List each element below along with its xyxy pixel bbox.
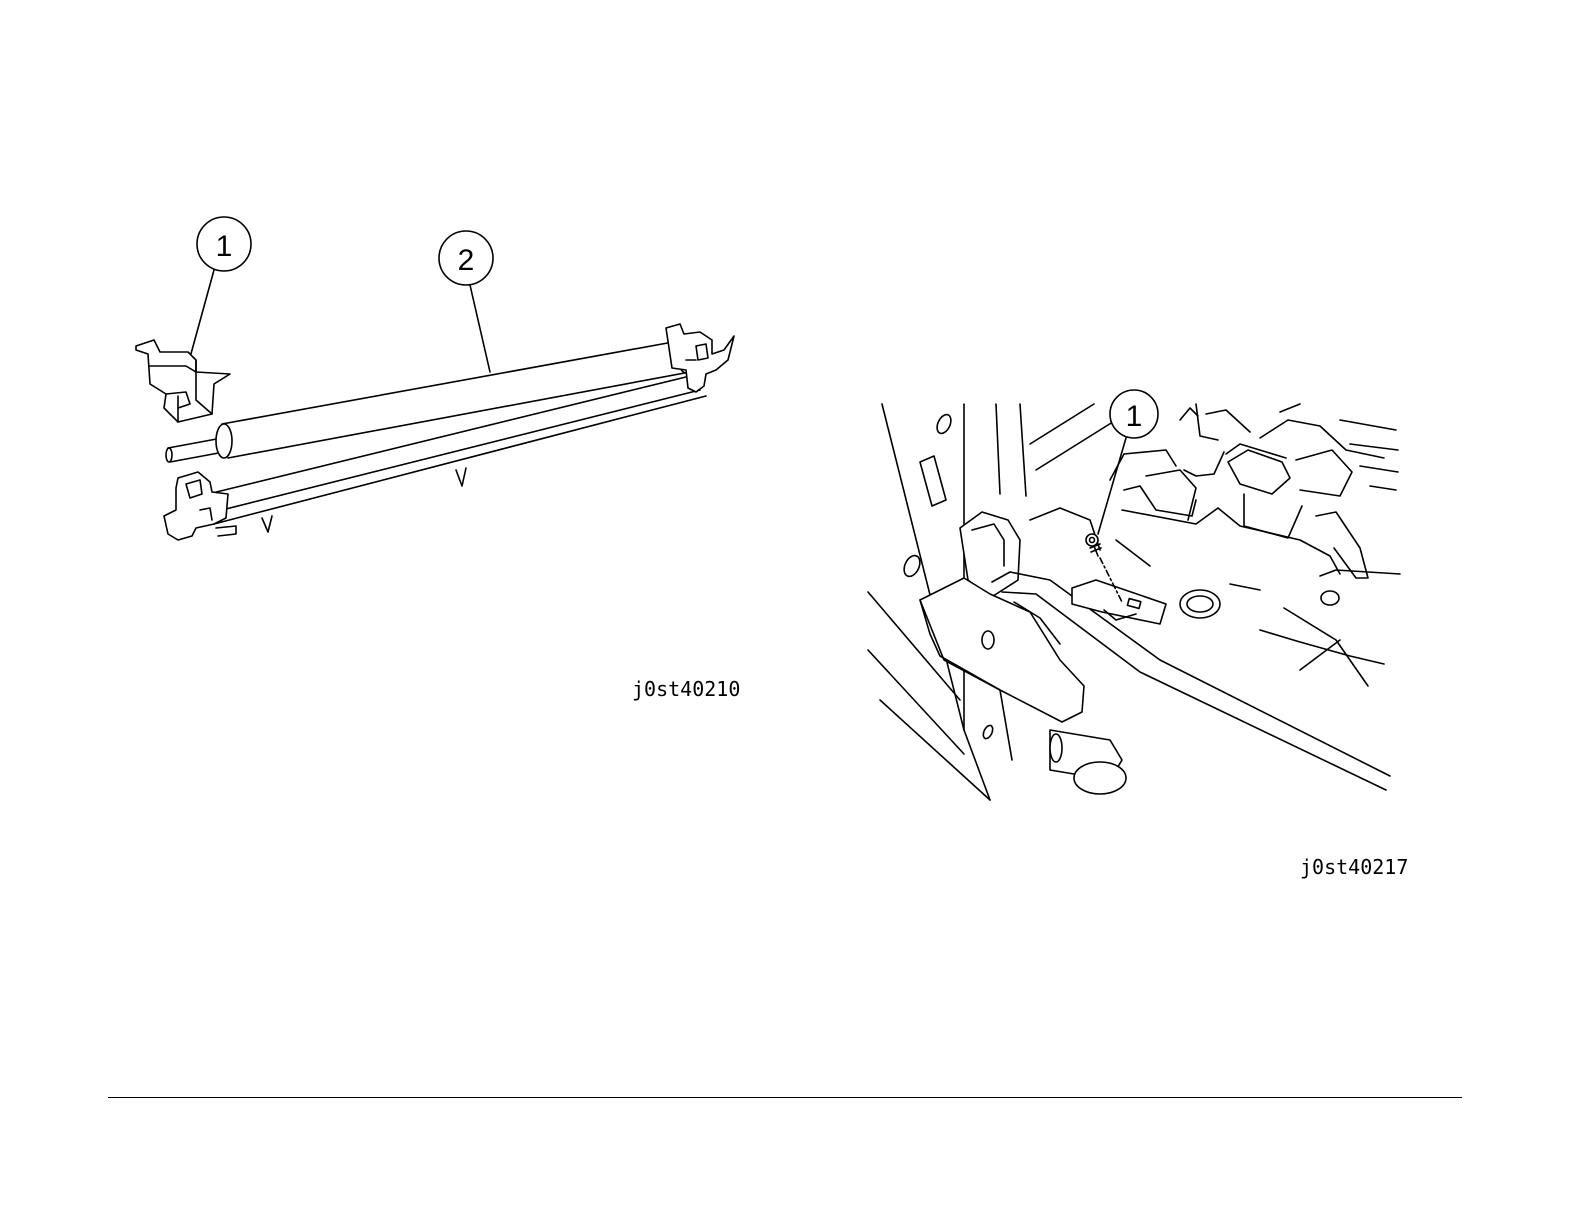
callout-1-right: 1 [1098, 390, 1158, 534]
footer-divider [108, 1097, 1462, 1098]
mounting-plate [1072, 540, 1384, 686]
figure-code-right: j0st40217 [1300, 855, 1408, 879]
figure-code-left: j0st40210 [632, 677, 740, 701]
upper-mechanism [1030, 404, 1400, 605]
callout-1-right-label: 1 [1126, 400, 1143, 433]
